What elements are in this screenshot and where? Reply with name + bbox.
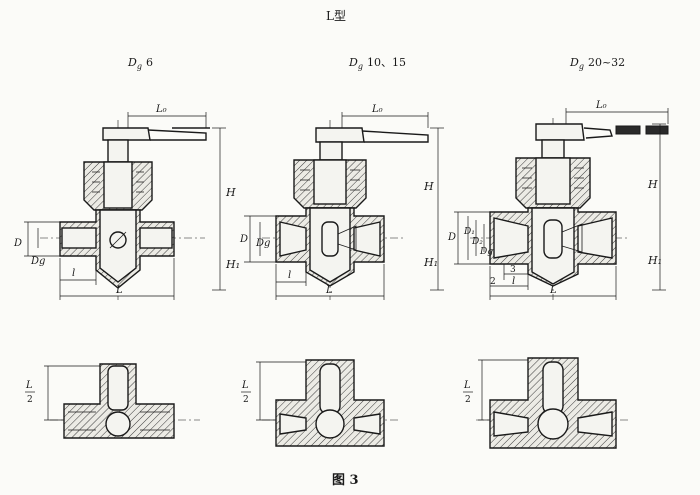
dim-Dg-dg6: Dg — [30, 256, 45, 267]
dim-D1-dg20-32: D₁ — [463, 227, 475, 237]
dim-l-dg10-15: l — [288, 270, 291, 281]
dim-L-dg20-32: L — [549, 285, 557, 296]
size-label-dg6-value: 6 — [146, 56, 153, 69]
dim-Lhalf-den-dg20-32: 2 — [465, 395, 471, 405]
size-label-dg6-sub: g — [137, 62, 142, 71]
dim-L0-dg10-15: L₀ — [371, 104, 383, 115]
dim-D-dg6: D — [13, 238, 22, 249]
size-label-dg10-15-value: 10、15 — [367, 56, 406, 69]
dim-l-dg6: l — [72, 268, 75, 279]
valve-plan-dg6: L 2 — [25, 363, 200, 439]
dim-H-dg20-32: H — [647, 178, 658, 191]
dim-L-dg6: L — [115, 285, 123, 296]
dim-l-dg20-32: l — [512, 276, 515, 287]
dim-H1-dg20-32: H₁ — [647, 254, 662, 267]
dims-dg10-15: L₀ H H₁ D Dg l L — [239, 104, 444, 300]
dim-H-dg10-15: H — [423, 180, 434, 193]
valve-plan-dg20-32: L 2 — [463, 357, 630, 449]
valve-elevation-dg6 — [40, 120, 210, 300]
size-label-dg10-15-sub: g — [358, 62, 363, 71]
dim-D2-dg20-32: D₂ — [471, 237, 483, 247]
dim-L0-dg6: L₀ — [155, 104, 167, 115]
dim-D-dg10-15: D — [239, 234, 248, 245]
dim-L-dg10-15: L — [325, 285, 333, 296]
dim-H1-dg10-15: H₁ — [423, 256, 438, 269]
dim-3-dg20-32: 3 — [510, 265, 516, 275]
dim-Lhalf-den-dg10-15: 2 — [243, 395, 249, 405]
dim-D-dg20-32: D — [447, 232, 456, 243]
dim-L0-dg20-32: L₀ — [595, 100, 607, 111]
dim-Lhalf-num-dg6: L — [25, 380, 33, 391]
valve-elevation-dg10-15 — [262, 120, 429, 300]
size-label-dg20-32-sub: g — [579, 62, 584, 71]
dim-H1-dg6: H₁ — [225, 258, 240, 271]
dim-H-dg6: H — [225, 186, 236, 199]
size-label-dg20-32-value: 20~32 — [588, 56, 625, 69]
dim-Lhalf-num-dg20-32: L — [463, 380, 471, 391]
dim-Dg-dg10-15: Dg — [255, 238, 270, 249]
figure-caption: 图 3 — [332, 473, 359, 488]
valve-plan-dg10-15: L 2 — [241, 359, 400, 447]
dim-Dg-dg20-32: Dg — [479, 247, 493, 257]
dim-2-dg20-32: 2 — [490, 277, 496, 287]
dim-Lhalf-num-dg10-15: L — [241, 380, 249, 391]
dim-Lhalf-den-dg6: 2 — [27, 395, 33, 405]
valve-elevation-dg20-32 — [470, 118, 669, 300]
dims-dg20-32: L₀ H H₁ D D₁ D₂ Dg 3 2 l L — [447, 100, 669, 300]
figure-header: L型 — [326, 9, 346, 23]
dims-dg6: L₀ H H₁ D Dg l L — [13, 104, 240, 300]
